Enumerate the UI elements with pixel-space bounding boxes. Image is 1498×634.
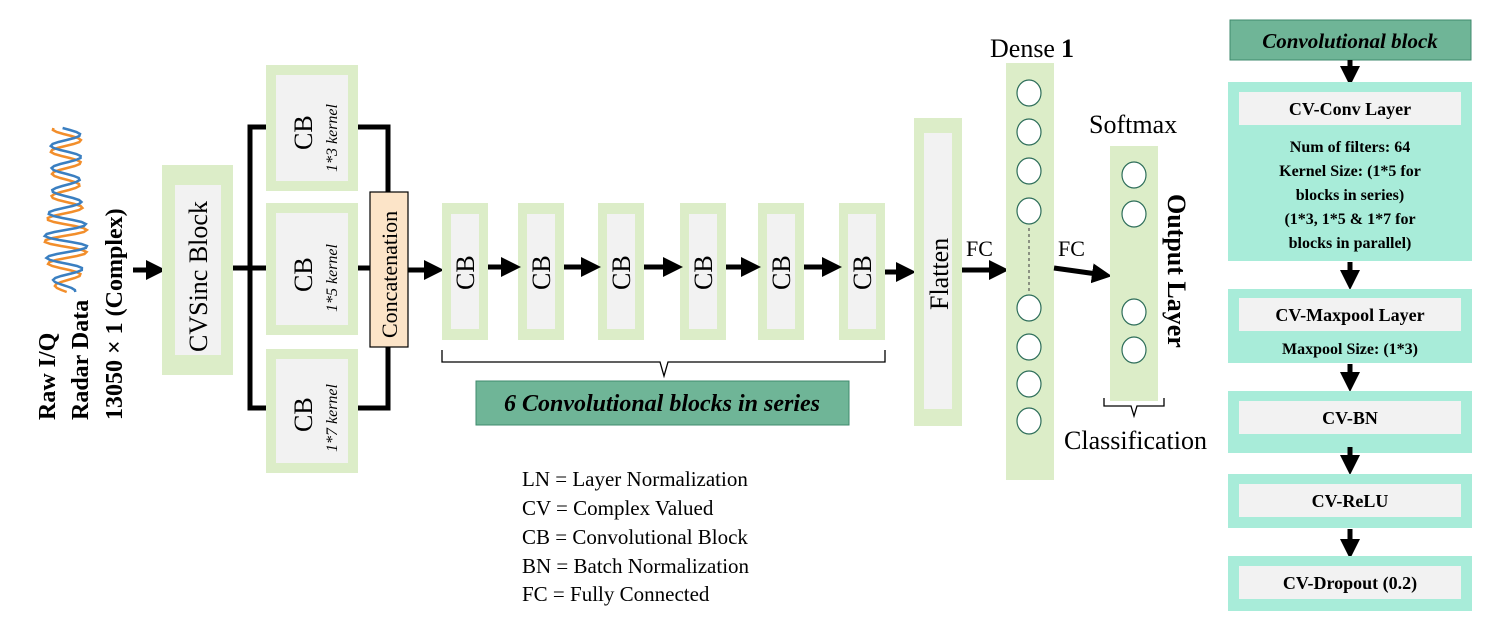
branch-connectors [233,124,391,411]
iq-wave-orange [43,127,90,294]
parallel-cb-3-label: CB [289,397,318,432]
series-cb-3-label: CB [607,255,636,290]
iq-waveform [42,126,90,294]
series-cb-5-label: CB [767,255,796,290]
series-cb-2-label: CB [527,255,556,290]
panel-title: Convolutional block [1262,29,1438,53]
legend: LN = Layer Normalization CV = Complex Va… [522,467,750,606]
parallel-cb-1-label: CB [289,115,318,150]
legend-item: LN = Layer Normalization [522,467,748,491]
input-line-1: Raw I/Q [35,333,61,420]
dense-neuron [1016,294,1042,322]
parallel-cb-3: CB 1*7 kernel [266,349,358,473]
cvsinc-block: CVSinc Block [162,165,233,375]
dropout-title: CV-Dropout (0.2) [1283,573,1417,594]
parallel-cb-3-kernel: 1*7 kernel [324,383,341,452]
input-line-2: Radar Data [68,300,94,420]
series-block-5: CB [758,203,804,340]
dense-neuron [1016,118,1042,146]
series-cb-6-label: CB [848,255,877,290]
dense-neuron [1016,197,1042,225]
concatenation-block: Concatenation [369,191,409,348]
panel-title-box [1229,19,1472,61]
dense-neuron [1016,79,1042,107]
series-block-4: CB [680,203,726,340]
softmax-neuron [1121,161,1147,189]
classification-label: Classification [1064,426,1207,455]
conv-layer-title: CV-Conv Layer [1289,99,1411,119]
legend-item: CB = Convolutional Block [522,525,748,549]
softmax-layer: Softmax [1089,110,1177,401]
softmax-neuron [1121,298,1147,326]
parallel-cb-2-label: CB [289,257,318,292]
legend-item: BN = Batch Normalization [522,554,750,578]
softmax-neuron [1121,336,1147,364]
maxpool-title: CV-Maxpool Layer [1275,305,1424,325]
legend-item: CV = Complex Valued [522,496,714,520]
concatenation-label: Concatenation [377,211,402,338]
arrow-dense-to-softmax [1053,263,1112,284]
parallel-cb-2: CB 1*5 kernel [266,203,358,335]
series-caption: 6 Convolutional blocks in series [475,380,850,426]
series-block-6: CB [839,203,885,340]
dense-neuron [1016,333,1042,361]
parallel-cb-2-kernel: 1*5 kernel [324,243,341,312]
conv-detail-line: blocks in parallel) [1289,235,1412,252]
relu-title: CV-ReLU [1312,491,1389,511]
series-block-1: CB [442,203,488,340]
legend-item: FC = Fully Connected [522,582,710,606]
series-block-3: CB [598,203,644,340]
parallel-cb-1: CB 1*3 kernel [266,65,358,191]
fc2-label: FC [1058,236,1085,261]
series-cb-4-label: CB [689,255,718,290]
input-label: Raw I/Q Radar Data 13050 × 1 (Complex) [35,208,128,420]
maxpool-detail: Maxpool Size: (1*3) [1282,341,1418,358]
conv-block-panel: Convolutional block CV-Conv Layer Num of… [1228,19,1472,611]
dense-neuron [1016,157,1042,185]
fc1-label: FC [966,236,993,261]
iq-wave-blue [42,126,89,293]
bn-title: CV-BN [1322,408,1378,428]
series-cb-1-label: CB [451,255,480,290]
dense-neuron [1016,407,1042,435]
parallel-cb-1-kernel: 1*3 kernel [324,103,341,172]
output-layer-label: Output Layer [1162,194,1191,348]
conv-detail-line: blocks in series) [1296,187,1404,204]
series-caption-text: 6 Convolutional blocks in series [504,391,820,417]
conv-detail-line: Kernel Size: (1*5 for [1279,163,1421,180]
series-arrows [488,257,916,282]
conv-detail-line: Num of filters: 64 [1290,139,1410,156]
softmax-label: Softmax [1089,110,1177,139]
softmax-neuron [1121,200,1147,228]
conv-detail-line: (1*3, 1*5 & 1*7 for [1284,211,1415,228]
dense-neuron [1016,370,1042,398]
series-block-2: CB [518,203,564,340]
classification-brace [1103,398,1165,419]
flatten-label: Flatten [925,238,954,310]
input-line-3: 13050 × 1 (Complex) [102,208,128,420]
series-brace [441,350,886,379]
cvsinc-label: CVSinc Block [184,201,213,352]
flatten-block: Flatten [914,118,962,426]
